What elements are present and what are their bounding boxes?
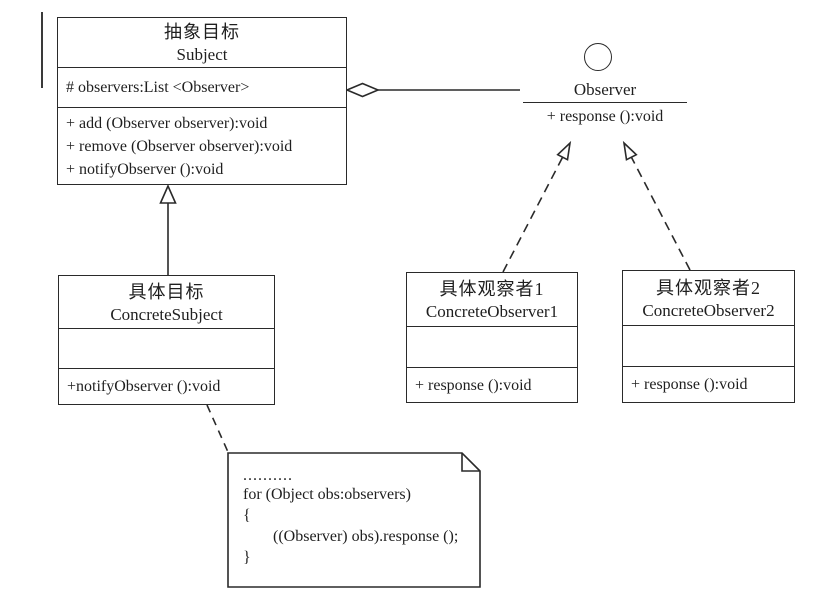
class-concrete-observer1-attributes: [407, 327, 577, 368]
note-fold-icon: [461, 453, 480, 472]
class-concrete-observer1: 具体观察者1 ConcreteObserver1 + response ():v…: [406, 272, 578, 403]
class-concrete-observer2-attributes: [623, 326, 794, 367]
note-outline: [227, 452, 481, 588]
generalization-arrowhead-icon: [159, 184, 177, 204]
method-notifyobserver: +notifyObserver ():void: [67, 378, 221, 395]
class-concrete-observer2-title: 具体观察者2 ConcreteObserver2: [623, 271, 794, 326]
interface-name: Observer: [523, 78, 687, 103]
interface-lollipop-icon: [584, 43, 612, 71]
realization-arrowhead-icon: [622, 140, 638, 161]
class-concrete-observer1-methods: + response ():void: [407, 368, 577, 402]
generalization-connector: [159, 184, 177, 275]
aggregation-diamond-icon: [344, 82, 381, 98]
class-subject-methods: + add (Observer observer):void + remove …: [58, 108, 346, 184]
realization-connector-1: [502, 140, 572, 273]
note-line-response: ((Observer) obs).response ();: [273, 528, 459, 545]
class-concrete-subject-title: 具体目标 ConcreteSubject: [59, 276, 274, 329]
uml-note: .......... for (Object obs:observers) { …: [229, 456, 477, 568]
class-name-cn: 具体观察者2: [656, 277, 761, 298]
method-notifyobserver: + notifyObserver ():void: [66, 160, 224, 178]
class-name-en: ConcreteSubject: [110, 304, 223, 324]
method-response: + response ():void: [415, 376, 532, 394]
class-name-en: ConcreteObserver2: [642, 300, 775, 320]
class-concrete-subject-attributes: [59, 329, 274, 369]
note-line-open-brace: {: [243, 507, 251, 524]
note-line-close-brace: }: [243, 549, 251, 566]
realization-connector-2: [622, 140, 691, 271]
class-concrete-subject: 具体目标 ConcreteSubject +notifyObserver ():…: [58, 275, 275, 405]
method-add: + add (Observer observer):void: [66, 114, 268, 132]
class-name-cn: 抽象目标: [164, 22, 240, 42]
class-concrete-subject-methods: +notifyObserver ():void: [59, 369, 274, 404]
class-name-en: Subject: [176, 45, 228, 64]
method-response: + response ():void: [631, 376, 748, 393]
interface-method-response: + response ():void: [546, 108, 664, 125]
class-subject-title: 抽象目标 Subject: [58, 18, 346, 68]
class-name-en: ConcreteObserver1: [425, 302, 559, 321]
class-name-cn: 具体观察者1: [439, 279, 545, 299]
scan-artifact-line: [41, 12, 43, 88]
note-shape: [227, 452, 481, 588]
class-concrete-observer2-methods: + response ():void: [623, 367, 794, 402]
note-line-for: for (Object obs:observers): [243, 486, 411, 503]
method-remove: + remove (Observer observer):void: [66, 137, 293, 155]
aggregation-connector: [344, 82, 520, 98]
realization-arrowhead-icon: [556, 140, 572, 161]
class-subject-attributes: # observers:List <Observer>: [58, 68, 346, 108]
class-concrete-observer1-title: 具体观察者1 ConcreteObserver1: [407, 273, 577, 327]
note-anchor-connector: [206, 404, 229, 453]
attribute-observers: # observers:List <Observer>: [66, 79, 250, 96]
note-line-dots: ..........: [243, 467, 293, 484]
class-concrete-observer2: 具体观察者2 ConcreteObserver2 + response ():v…: [622, 270, 795, 403]
class-subject: 抽象目标 Subject # observers:List <Observer>…: [57, 17, 347, 185]
class-name-cn: 具体目标: [128, 281, 205, 302]
